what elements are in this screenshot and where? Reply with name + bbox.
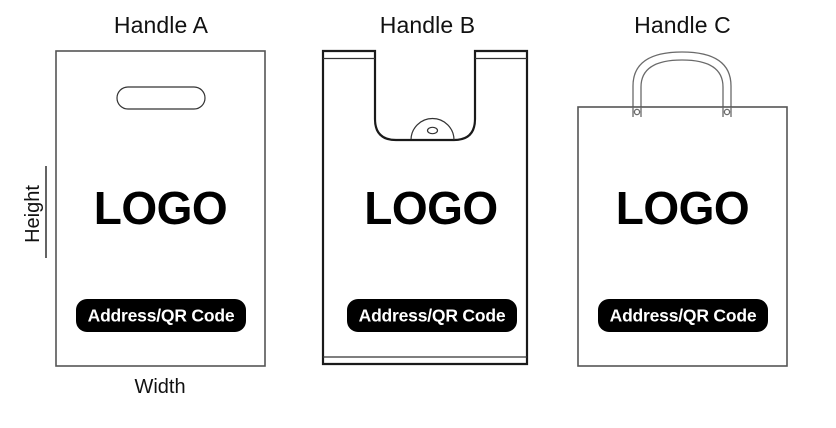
bag-c-badge-text: Address/QR Code xyxy=(610,306,757,326)
bag-c-address-badge: Address/QR Code xyxy=(598,299,768,332)
bag-a-address-badge: Address/QR Code xyxy=(76,299,246,332)
bag-c-logo-text: LOGO xyxy=(616,182,749,234)
bag-b-address-badge: Address/QR Code xyxy=(347,299,517,332)
bag-title-handle-b: Handle B xyxy=(379,12,476,38)
bag-handle-a: LOGO Address/QR Code xyxy=(55,50,266,367)
bag-b-center-tab-icon xyxy=(410,117,455,141)
rope-inner-edge xyxy=(640,59,724,117)
die-cut-slot-handle-icon xyxy=(116,86,206,110)
bag-b-badge-shape xyxy=(347,299,517,332)
bag-title-handle-a: Handle A xyxy=(113,12,209,38)
bag-c-badge-shape xyxy=(598,299,768,332)
bag-b-logo-text: LOGO xyxy=(364,182,497,234)
bag-a-badge-shape xyxy=(76,299,246,332)
rope-left-eyelet-front-icon xyxy=(633,108,641,116)
bag-handle-b: LOGO Address/QR Code xyxy=(321,49,529,366)
bag-b-badge-text: Address/QR Code xyxy=(359,306,506,326)
bag-handle-c: LOGO Address/QR Code xyxy=(577,51,788,367)
bag-b-punch-hole-icon xyxy=(426,126,439,135)
bag-a-badge-text: Address/QR Code xyxy=(88,306,235,326)
dimension-label-width: Width xyxy=(134,376,186,398)
bag-title-handle-c: Handle C xyxy=(634,12,731,38)
bag-a-logo-text: LOGO xyxy=(94,182,227,234)
rope-outer-edge xyxy=(632,51,732,117)
rope-right-eyelet-front-icon xyxy=(723,108,731,116)
